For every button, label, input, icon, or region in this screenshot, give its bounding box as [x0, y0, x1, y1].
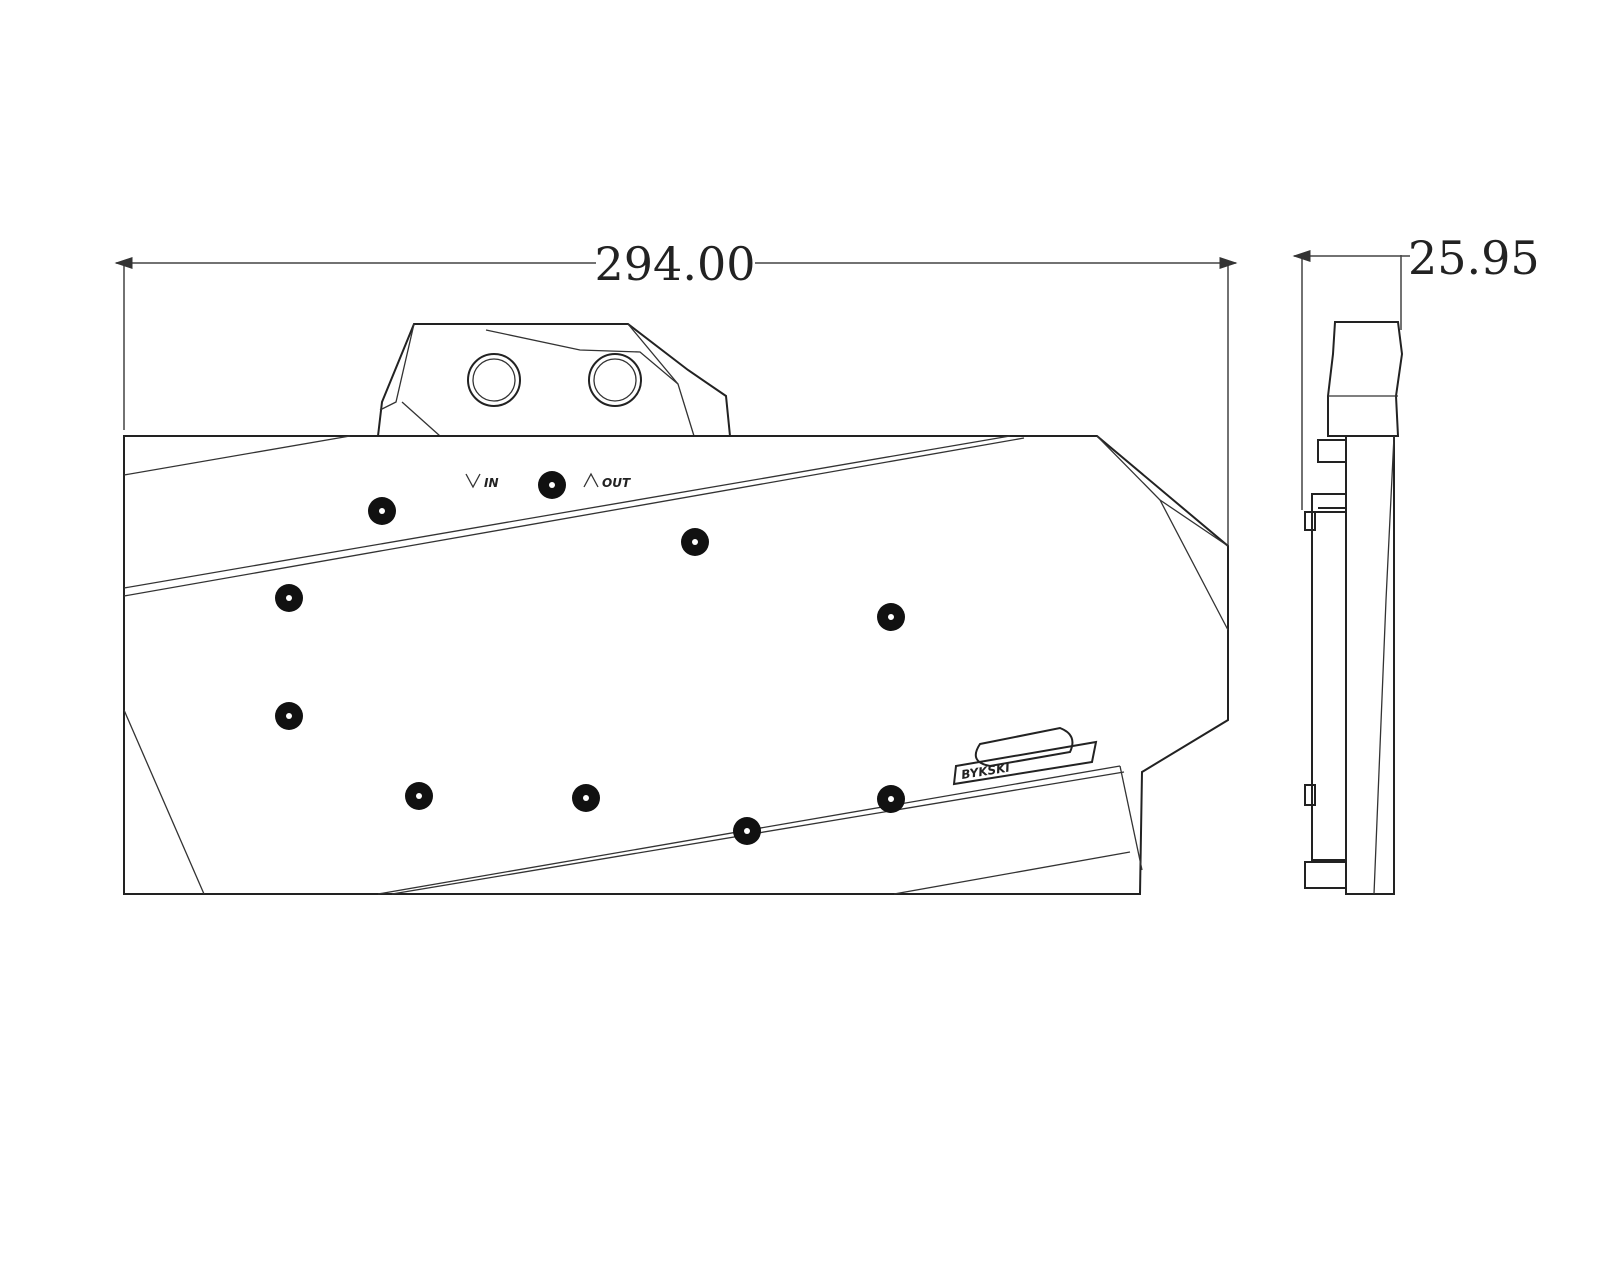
logo-badge: BYKSKI — [952, 726, 1098, 786]
screw-icon — [405, 782, 433, 810]
svg-text:IN: IN — [484, 476, 499, 490]
terminal-block — [377, 323, 731, 437]
screw-icon — [538, 471, 566, 499]
arrow-up-icon — [583, 472, 599, 488]
screw-icon — [877, 785, 905, 813]
screw-holes — [275, 471, 905, 845]
depth-dimension: 25.95 — [1292, 231, 1540, 510]
width-dimension-label: 294.00 — [595, 237, 756, 291]
screw-icon — [681, 528, 709, 556]
screw-icon — [368, 497, 396, 525]
side-view: 25.95 — [1292, 231, 1540, 895]
front-view: IN OUT BYKSKI — [123, 323, 1229, 895]
screw-icon — [275, 584, 303, 612]
screw-icon — [733, 817, 761, 845]
inlet-label: IN — [465, 473, 499, 490]
inlet-port-icon — [467, 353, 521, 407]
depth-dimension-label: 25.95 — [1408, 231, 1540, 285]
width-dimension: 294.00 — [114, 237, 1238, 620]
screw-icon — [275, 702, 303, 730]
outlet-label: OUT — [583, 472, 631, 490]
outlet-port-icon — [588, 353, 642, 407]
screw-icon — [572, 784, 600, 812]
screw-icon — [877, 603, 905, 631]
arrow-down-icon — [465, 473, 481, 489]
svg-text:OUT: OUT — [602, 476, 631, 490]
